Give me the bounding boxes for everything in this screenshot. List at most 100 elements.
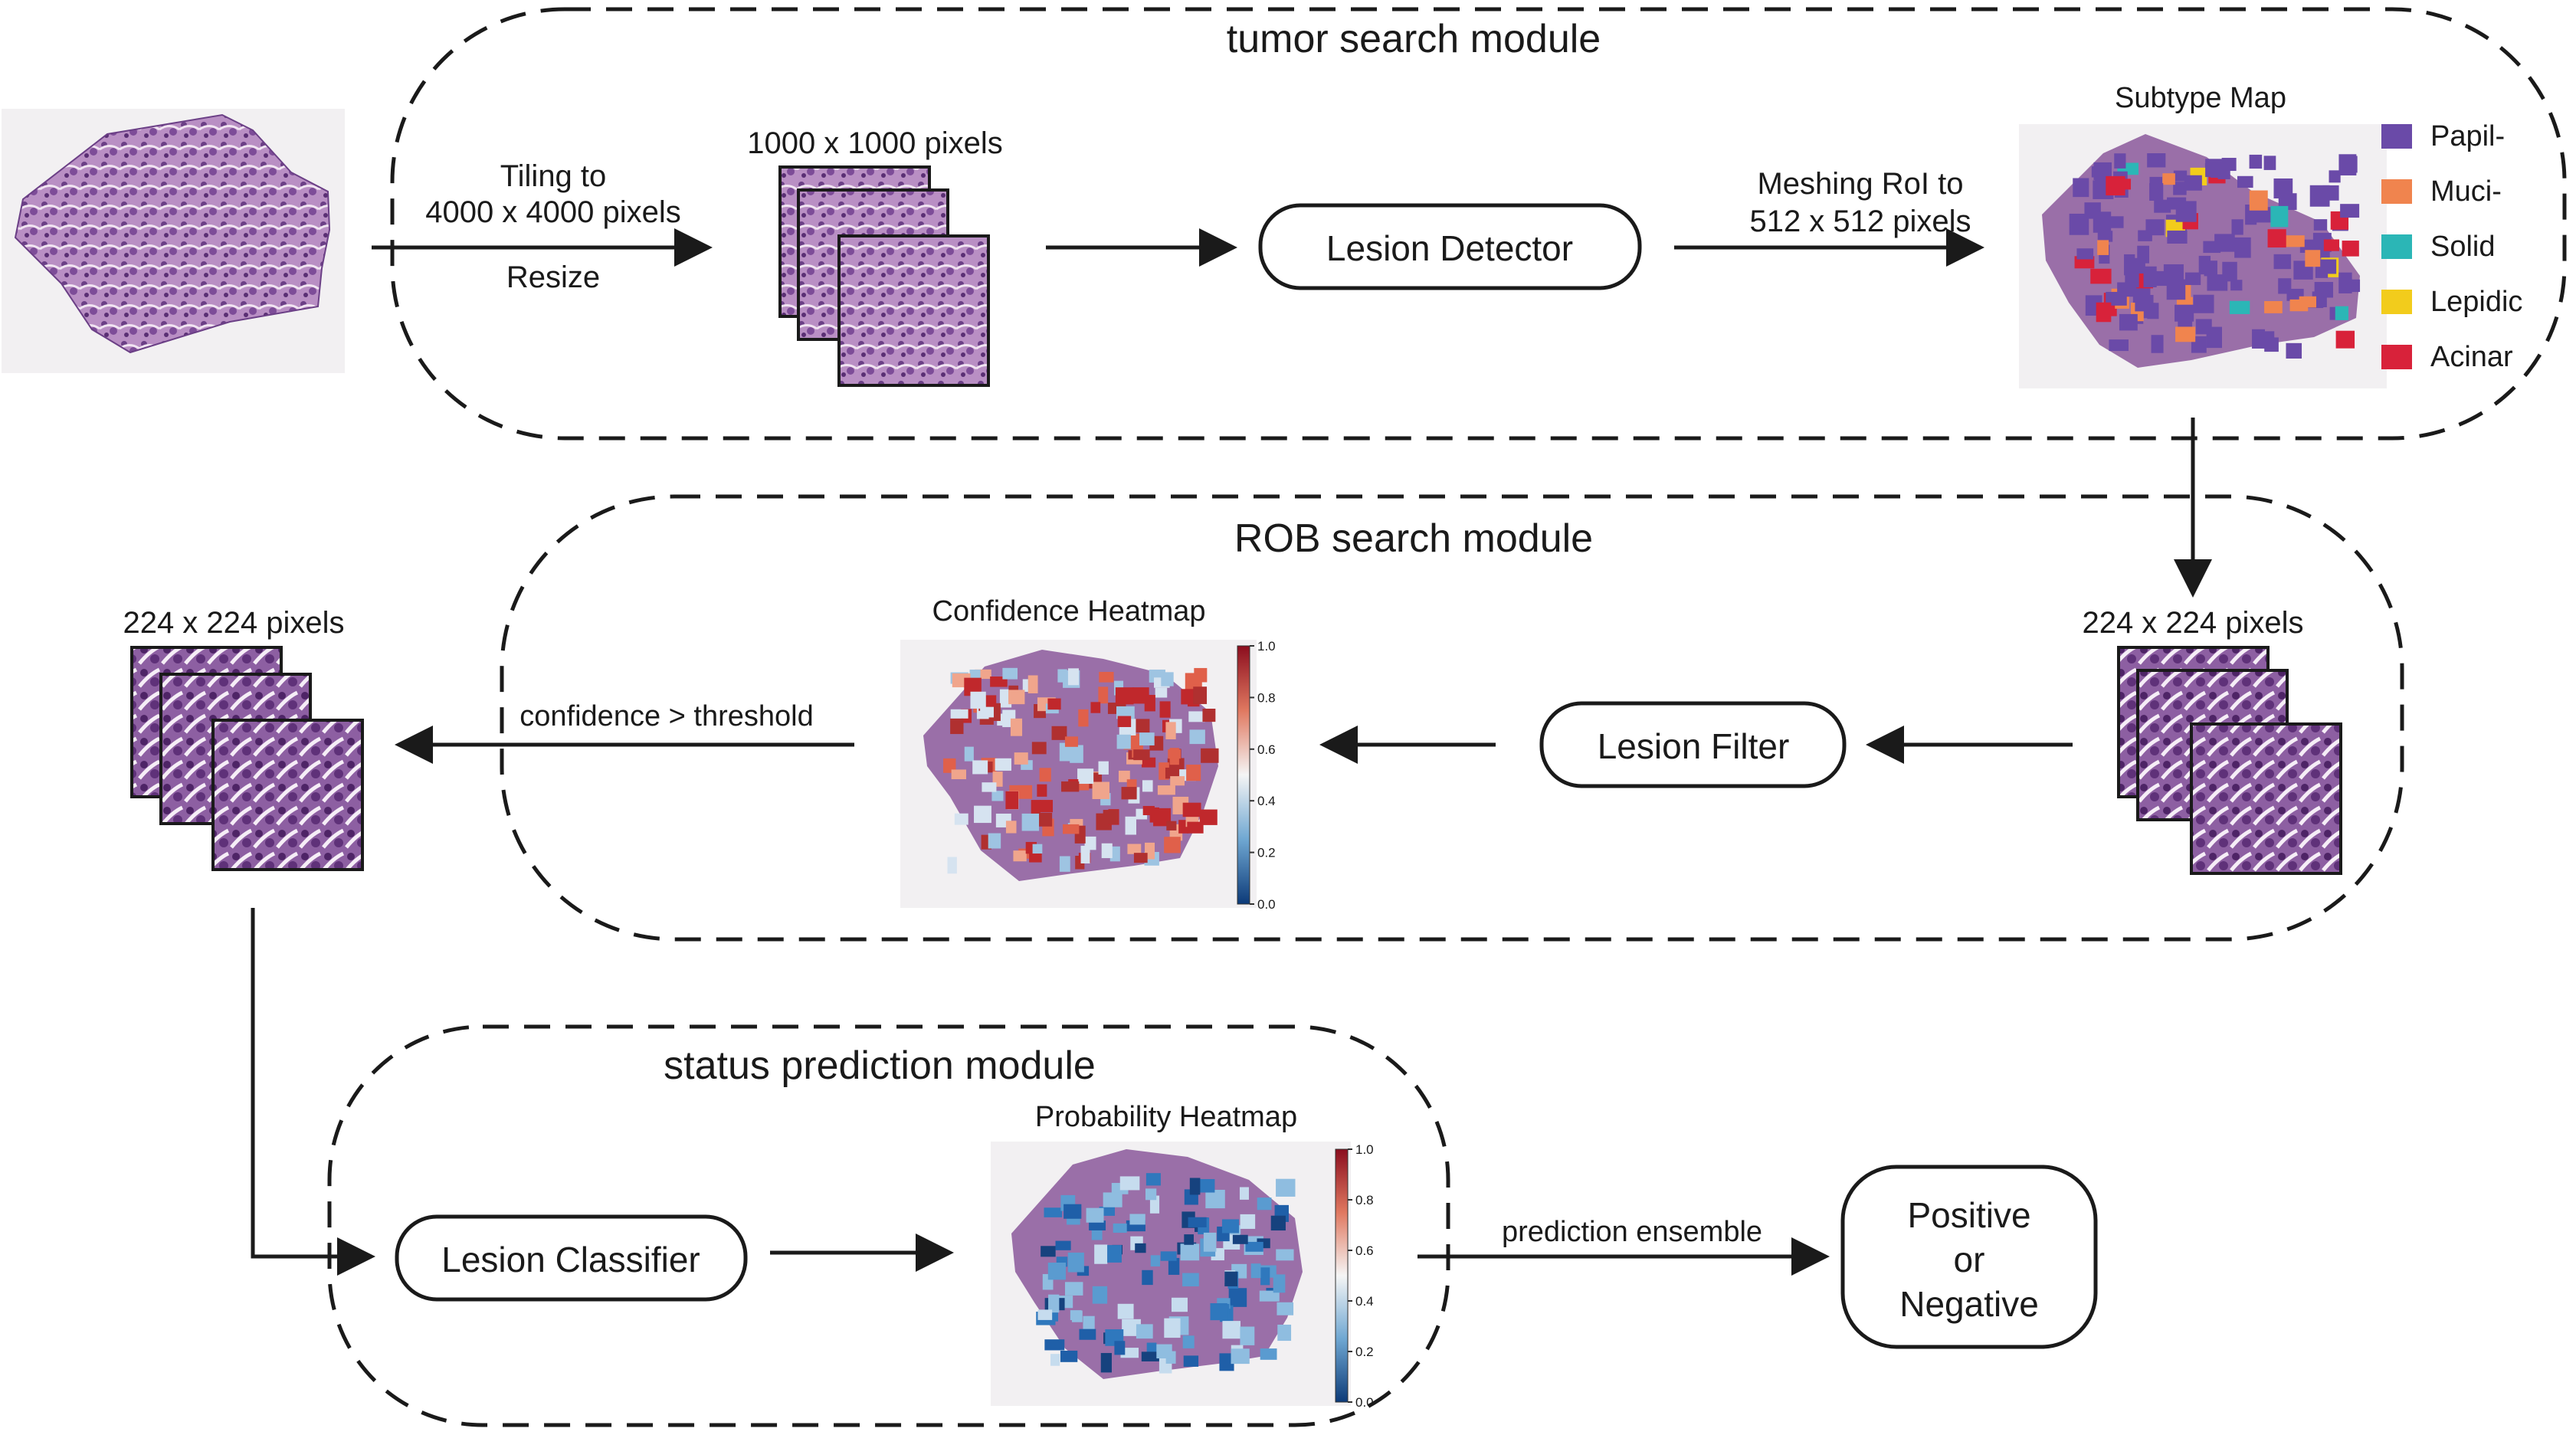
confidence-cell bbox=[1194, 667, 1208, 683]
confidence-cell bbox=[1117, 716, 1132, 727]
probability-cell bbox=[1094, 1244, 1108, 1264]
confidence-cell bbox=[1098, 761, 1109, 775]
confidence-cell bbox=[1199, 809, 1218, 825]
probability-cell bbox=[1070, 1310, 1082, 1321]
probability-cell bbox=[1224, 1271, 1238, 1286]
tiling-label-line1: Tiling to bbox=[500, 159, 607, 193]
threshold-label: confidence > threshold bbox=[519, 700, 813, 732]
subtype-cell bbox=[2317, 259, 2337, 274]
confidence-cell bbox=[1168, 749, 1181, 759]
probability-cell bbox=[1114, 1341, 1126, 1355]
subtype-cell bbox=[2163, 264, 2184, 281]
confidence-cell bbox=[1031, 742, 1047, 755]
subtype-cell bbox=[2195, 319, 2212, 335]
probability-cell bbox=[1064, 1282, 1083, 1296]
probability-cell bbox=[1239, 1187, 1249, 1200]
probability-cell bbox=[1245, 1241, 1263, 1252]
subtype-cell bbox=[2270, 205, 2289, 228]
probability-cell bbox=[1228, 1288, 1247, 1307]
confidence-cell bbox=[1018, 785, 1033, 799]
subtype-cell bbox=[2329, 170, 2341, 183]
subtype-cell bbox=[2090, 268, 2112, 284]
confidence-cell bbox=[1121, 787, 1137, 800]
probability-cell bbox=[1089, 1220, 1106, 1230]
tiling-label-line2: 4000 x 4000 pixels bbox=[425, 195, 681, 229]
subtype-cell bbox=[2234, 237, 2251, 258]
subtype-cell bbox=[2184, 272, 2201, 286]
confidence-cell bbox=[1116, 734, 1131, 749]
subtype-cell bbox=[2125, 272, 2139, 288]
confidence-cell bbox=[1170, 776, 1185, 786]
probability-cell bbox=[1171, 1297, 1188, 1312]
probability-cell bbox=[1113, 1223, 1127, 1234]
patches-to-classifier-arrow bbox=[251, 908, 375, 1276]
confidence-cell bbox=[1142, 780, 1153, 792]
probability-cell bbox=[1276, 1178, 1296, 1197]
lesion-detector-box: Lesion Detector bbox=[1258, 203, 1642, 290]
status-module-title: status prediction module bbox=[664, 1043, 1096, 1088]
confidence-cell bbox=[1059, 856, 1070, 872]
probability-cell bbox=[1037, 1309, 1053, 1320]
subtype-cell bbox=[2286, 342, 2302, 359]
confidence-cell bbox=[1133, 749, 1150, 761]
confidence-colorbar bbox=[1237, 645, 1250, 905]
probability-cell bbox=[1122, 1319, 1141, 1336]
confidence-cell bbox=[1067, 668, 1079, 686]
subtype-cell bbox=[2166, 279, 2186, 300]
subtype-cell bbox=[2237, 175, 2253, 188]
subtype-cell bbox=[2207, 274, 2228, 291]
confidence-cell bbox=[1201, 748, 1219, 763]
probability-cell bbox=[1100, 1352, 1112, 1373]
subtype-cell bbox=[2137, 245, 2150, 264]
confidence-cell bbox=[980, 706, 994, 718]
subtype-cell bbox=[2338, 272, 2352, 293]
confidence-cell bbox=[1005, 821, 1017, 834]
confidence-cell bbox=[1027, 675, 1038, 693]
probability-cell bbox=[1240, 1326, 1255, 1345]
probability-heatmap: 1.00.80.60.40.20.0 bbox=[991, 1142, 1374, 1410]
legend-label-muci: Muci- bbox=[2430, 175, 2502, 208]
subtype-cell bbox=[2109, 216, 2124, 228]
confidence-heatmap-title: Confidence Heatmap bbox=[932, 595, 1206, 627]
result-line2: or bbox=[1954, 1240, 1985, 1279]
subtype-cell bbox=[2124, 254, 2135, 276]
confidence-cell bbox=[1103, 810, 1119, 824]
probability-heatmap-title: Probability Heatmap bbox=[1035, 1101, 1297, 1133]
subtype-cell bbox=[2149, 182, 2164, 201]
confidence-tick-label: 1.0 bbox=[1257, 639, 1276, 654]
confidence-cell bbox=[1131, 719, 1150, 733]
confidence-cell bbox=[1008, 690, 1025, 705]
confidence-cell bbox=[1039, 800, 1054, 813]
probability-cell bbox=[1091, 1230, 1103, 1240]
confidence-cell bbox=[1098, 686, 1109, 704]
probability-cell bbox=[1250, 1263, 1261, 1279]
probability-cell bbox=[1107, 1245, 1122, 1263]
probability-cell bbox=[1232, 1234, 1248, 1244]
confidence-cell bbox=[1013, 850, 1027, 862]
confidence-cell bbox=[1159, 701, 1171, 718]
probability-cell bbox=[1260, 1267, 1270, 1286]
probability-cell bbox=[1055, 1240, 1071, 1250]
lesion-classifier-label: Lesion Classifier bbox=[441, 1240, 700, 1279]
probability-cell bbox=[1136, 1324, 1153, 1339]
probability-tick-label: 0.6 bbox=[1355, 1243, 1374, 1258]
confidence-cell bbox=[1109, 846, 1120, 862]
confidence-cell bbox=[1047, 698, 1061, 710]
subtype-cell bbox=[2286, 235, 2305, 247]
confidence-cell bbox=[1187, 821, 1204, 834]
probability-tick-label: 1.0 bbox=[1355, 1142, 1374, 1157]
result-line1: Positive bbox=[1907, 1195, 2030, 1235]
subtype-cell bbox=[2073, 178, 2089, 198]
subtype-cell bbox=[2193, 294, 2214, 313]
probability-cell bbox=[1145, 1173, 1161, 1186]
confidence-tick-label: 0.2 bbox=[1257, 846, 1276, 860]
confidence-cell bbox=[1144, 694, 1155, 712]
subtype-cell bbox=[2313, 219, 2328, 231]
confidence-cell bbox=[1186, 765, 1201, 781]
confidence-cell bbox=[950, 718, 964, 735]
probability-tick-label: 0.4 bbox=[1355, 1294, 1374, 1309]
subtype-cell bbox=[2114, 153, 2126, 169]
probability-tick-label: 0.8 bbox=[1355, 1193, 1374, 1207]
